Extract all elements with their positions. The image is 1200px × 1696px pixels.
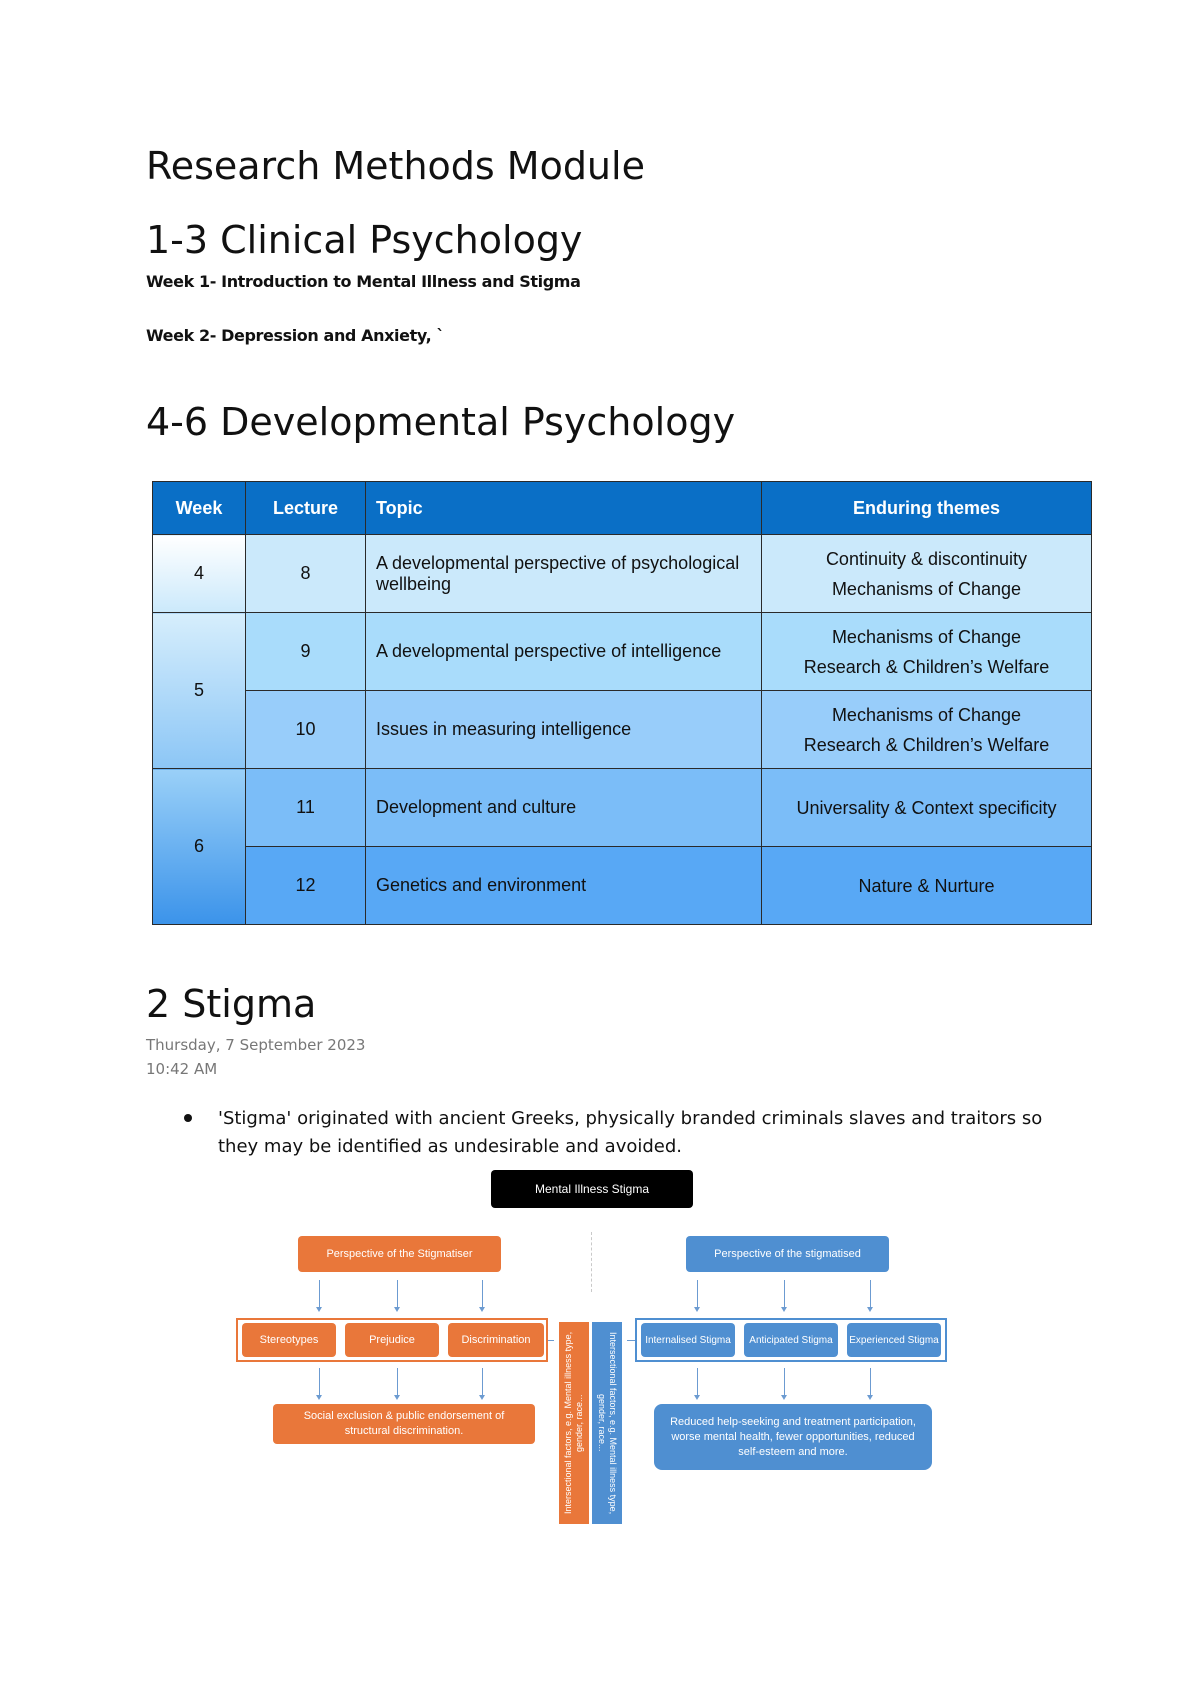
week2-label: Week 2- Depression and Anxiety, ` xyxy=(146,326,445,345)
divider xyxy=(591,1232,592,1292)
arrow xyxy=(870,1368,871,1396)
theme: Nature & Nurture xyxy=(858,875,995,896)
arrow-head-icon xyxy=(479,1395,485,1400)
arrow-head-icon xyxy=(781,1395,787,1400)
arrow-head-icon xyxy=(316,1395,322,1400)
themes-cell: Universality & Context specificity xyxy=(761,768,1092,847)
right-header: Perspective of the stigmatised xyxy=(686,1236,889,1272)
theme: Continuity & discontinuity xyxy=(825,548,1028,569)
arrow-head-icon xyxy=(694,1395,700,1400)
right-intersectional-bar: Intersectional factors, e.g. Mental illn… xyxy=(592,1322,622,1524)
table-row: 6 11 Development and culture Universalit… xyxy=(152,768,1092,925)
arrow xyxy=(784,1368,785,1396)
header-lecture: Lecture xyxy=(245,481,366,535)
theme: Research & Children’s Welfare xyxy=(803,656,1050,677)
arrow xyxy=(482,1368,483,1396)
anticipated-stigma-box: Anticipated Stigma xyxy=(744,1323,838,1357)
connector xyxy=(548,1340,554,1341)
developmental-schedule-table: Week Lecture Topic Enduring themes 4 8 A… xyxy=(152,481,1092,925)
themes-cell: Nature & Nurture xyxy=(761,846,1092,925)
header-week: Week xyxy=(152,481,246,535)
topic-cell: A developmental perspective of intellige… xyxy=(365,612,762,691)
module-title: Research Methods Module xyxy=(146,144,645,188)
table-row: 10 Issues in measuring intelligence Mech… xyxy=(152,690,1092,769)
arrow xyxy=(784,1280,785,1308)
arrow-head-icon xyxy=(394,1395,400,1400)
prejudice-box: Prejudice xyxy=(345,1323,439,1357)
arrow xyxy=(397,1280,398,1308)
week-cell: 5 xyxy=(152,612,246,769)
table-header-row: Week Lecture Topic Enduring themes xyxy=(152,481,1092,535)
arrow-head-icon xyxy=(694,1307,700,1312)
arrow xyxy=(319,1280,320,1308)
theme: Mechanisms of Change xyxy=(831,704,1022,725)
right-items-frame xyxy=(635,1318,947,1362)
connector xyxy=(627,1340,635,1341)
lecture-cell: 8 xyxy=(245,534,366,613)
developmental-heading: 4-6 Developmental Psychology xyxy=(146,400,736,444)
arrow-head-icon xyxy=(867,1395,873,1400)
stigma-heading: 2 Stigma xyxy=(146,982,317,1026)
clinical-heading: 1-3 Clinical Psychology xyxy=(146,218,583,262)
themes-cell: Mechanisms of Change Research & Children… xyxy=(761,690,1092,769)
arrow-head-icon xyxy=(867,1307,873,1312)
bullet-text: 'Stigma' originated with ancient Greeks,… xyxy=(218,1108,1043,1157)
theme: Universality & Context specificity xyxy=(796,797,1057,818)
topic-cell: A developmental perspective of psycholog… xyxy=(365,534,762,613)
lecture-cell: 11 xyxy=(245,768,366,847)
header-topic: Topic xyxy=(365,481,762,535)
theme: Research & Children’s Welfare xyxy=(803,734,1050,755)
header-themes: Enduring themes xyxy=(761,481,1092,535)
lecture-cell: 10 xyxy=(245,690,366,769)
note-date: Thursday, 7 September 2023 xyxy=(146,1036,366,1054)
stereotypes-box: Stereotypes xyxy=(242,1323,336,1357)
bullet-icon xyxy=(184,1114,192,1122)
arrow-head-icon xyxy=(479,1307,485,1312)
themes-cell: Continuity & discontinuity Mechanisms of… xyxy=(761,534,1092,613)
left-header: Perspective of the Stigmatiser xyxy=(298,1236,501,1272)
week-cell: 6 xyxy=(152,768,246,925)
arrow xyxy=(482,1280,483,1308)
table-row: 5 9 A developmental perspective of intel… xyxy=(152,612,1092,769)
stigma-diagram: Mental Illness Stigma Perspective of the… xyxy=(230,1170,960,1525)
diagram-title: Mental Illness Stigma xyxy=(491,1170,693,1208)
theme: Mechanisms of Change xyxy=(831,578,1022,599)
week1-label: Week 1- Introduction to Mental Illness a… xyxy=(146,272,581,291)
arrow xyxy=(697,1368,698,1396)
arrow xyxy=(870,1280,871,1308)
right-outcome-box: Reduced help-seeking and treatment parti… xyxy=(654,1404,932,1470)
left-outcome-box: Social exclusion & public endorsement of… xyxy=(273,1404,535,1444)
table-row: 4 8 A developmental perspective of psych… xyxy=(152,534,1092,613)
arrow-head-icon xyxy=(316,1307,322,1312)
lecture-cell: 12 xyxy=(245,846,366,925)
discrimination-box: Discrimination xyxy=(448,1323,544,1357)
topic-cell: Issues in measuring intelligence xyxy=(365,690,762,769)
topic-cell: Development and culture xyxy=(365,768,762,847)
experienced-stigma-box: Experienced Stigma xyxy=(847,1323,941,1357)
arrow xyxy=(319,1368,320,1396)
arrow-head-icon xyxy=(394,1307,400,1312)
table-row: 12 Genetics and environment Nature & Nur… xyxy=(152,846,1092,925)
arrow-head-icon xyxy=(781,1307,787,1312)
left-intersectional-bar: Intersectional factors, e.g. Mental illn… xyxy=(559,1322,589,1524)
theme: Mechanisms of Change xyxy=(831,626,1022,647)
week-cell: 4 xyxy=(152,534,246,613)
themes-cell: Mechanisms of Change Research & Children… xyxy=(761,612,1092,691)
topic-cell: Genetics and environment xyxy=(365,846,762,925)
left-items-frame xyxy=(236,1318,548,1362)
arrow xyxy=(697,1280,698,1308)
arrow xyxy=(397,1368,398,1396)
note-time: 10:42 AM xyxy=(146,1060,218,1078)
lecture-cell: 9 xyxy=(245,612,366,691)
internalised-stigma-box: Internalised Stigma xyxy=(641,1323,735,1357)
